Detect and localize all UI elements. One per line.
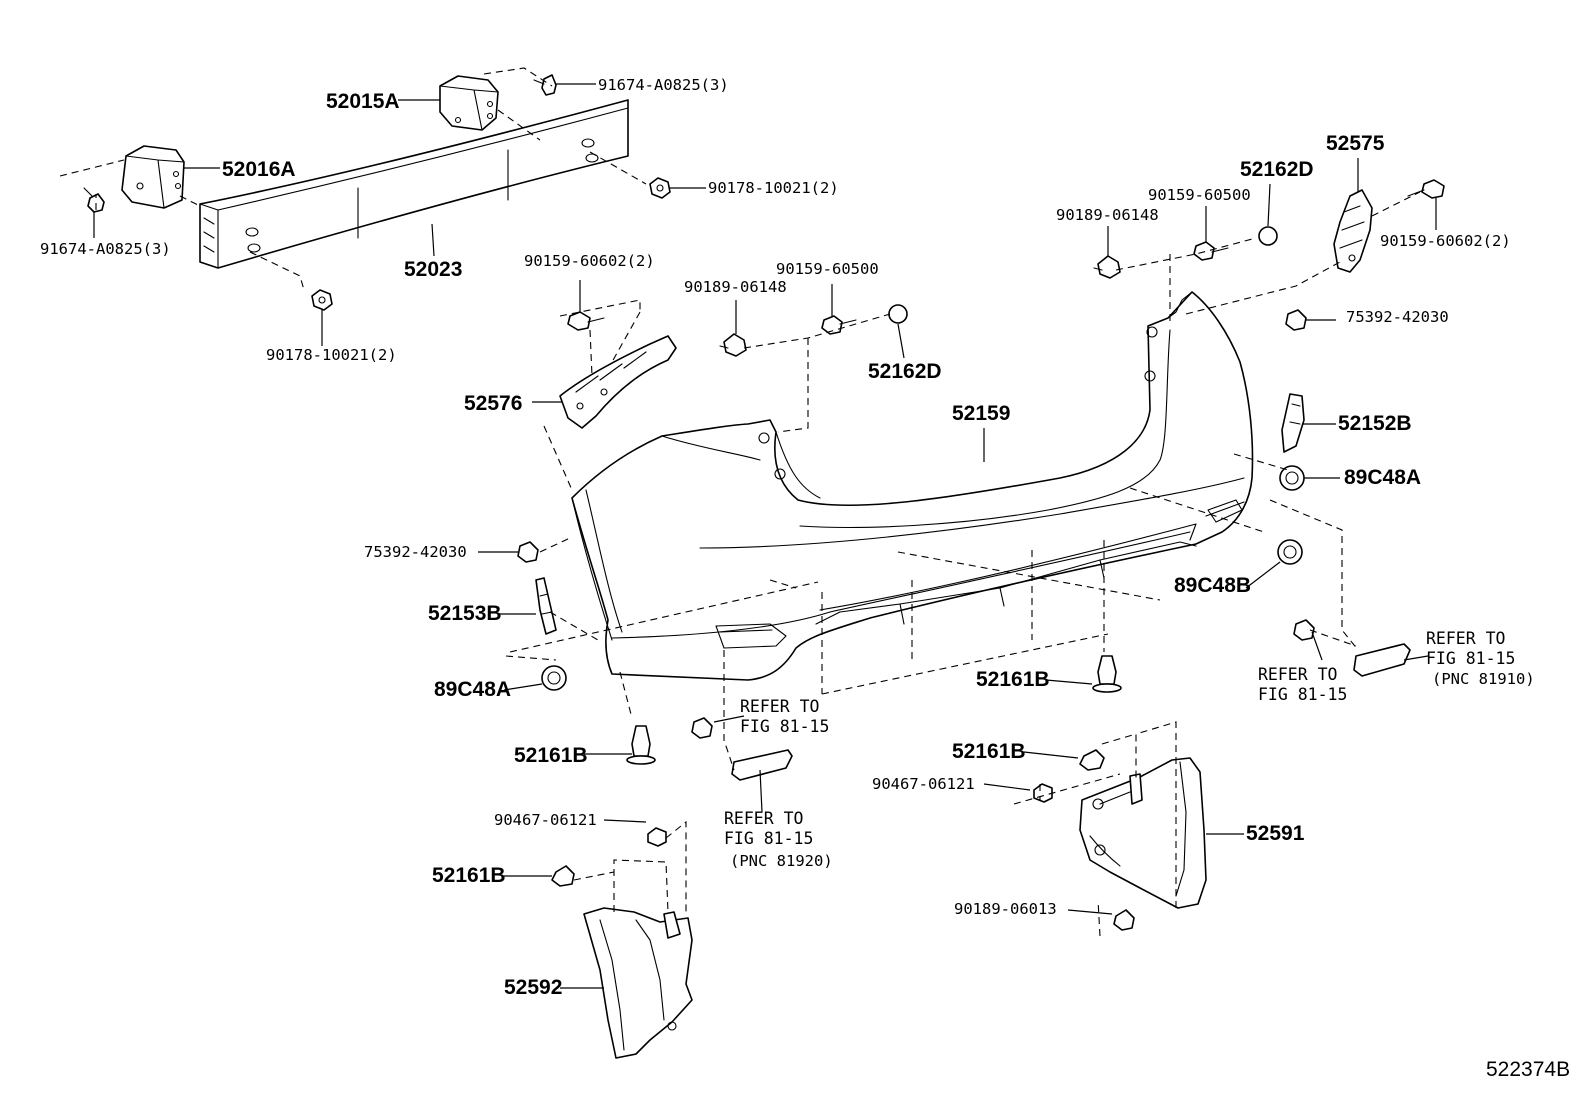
label-90189-06148-left[interactable]: 90189-06148 — [684, 278, 787, 296]
clip-90189-06148-left[interactable] — [719, 333, 747, 357]
screw-90159-60500-left[interactable] — [821, 315, 857, 335]
clip-52161B-right-guard[interactable] — [1079, 749, 1105, 771]
ref-note-2-line2[interactable]: FIG 81-15 — [1258, 685, 1347, 704]
label-52015A[interactable]: 52015A — [326, 90, 400, 113]
ref-note-1-line2[interactable]: FIG 81-15 — [1426, 649, 1515, 668]
label-89C48B[interactable]: 89C48B — [1174, 574, 1251, 597]
nut-90178-lower[interactable] — [311, 289, 333, 311]
label-52016A[interactable]: 52016A — [222, 158, 296, 181]
nut-89C48B[interactable] — [1277, 539, 1303, 565]
reflector-screw-left[interactable] — [691, 717, 713, 739]
ref-note-4-line2[interactable]: FIG 81-15 — [724, 829, 813, 848]
nut-90178-upper[interactable] — [649, 177, 671, 199]
label-90159-60500-left[interactable]: 90159-60500 — [776, 260, 879, 278]
label-90178-upper[interactable]: 90178-10021(2) — [708, 179, 839, 197]
cap-52162D-left[interactable] — [888, 304, 908, 324]
label-52576[interactable]: 52576 — [464, 392, 522, 415]
clip-52161B-left[interactable] — [626, 725, 656, 765]
screw-90159-60602-right[interactable] — [1407, 179, 1445, 199]
label-52591[interactable]: 52591 — [1246, 822, 1305, 845]
retainer-52576[interactable] — [559, 335, 677, 429]
mudguard-52592[interactable] — [583, 907, 693, 1059]
label-52592[interactable]: 52592 — [504, 976, 562, 999]
bumper-reinforcement-52023[interactable] — [199, 99, 629, 269]
nut-90467-right[interactable] — [1033, 783, 1053, 803]
leader-lines — [93, 83, 1437, 989]
screw-75392-right[interactable] — [1285, 309, 1307, 331]
label-52159[interactable]: 52159 — [952, 402, 1010, 425]
nut-90467-left[interactable] — [647, 827, 667, 847]
bracket-52016A[interactable] — [121, 145, 185, 209]
label-52161B-left[interactable]: 52161B — [514, 744, 588, 767]
spacer-52152B[interactable] — [1281, 393, 1305, 453]
label-52161B-left-guard[interactable]: 52161B — [432, 864, 506, 887]
label-52162D-right[interactable]: 52162D — [1240, 158, 1314, 181]
cap-52162D-right[interactable] — [1258, 226, 1278, 246]
label-52023[interactable]: 52023 — [404, 258, 462, 281]
clip-90189-06148-right[interactable] — [1093, 255, 1121, 279]
ref-note-3-line1[interactable]: REFER TO — [740, 697, 819, 716]
label-75392-right[interactable]: 75392-42030 — [1346, 308, 1449, 326]
label-90159-60500-right[interactable]: 90159-60500 — [1148, 186, 1251, 204]
clip-52161B-center[interactable] — [1092, 655, 1122, 693]
label-90189-06013[interactable]: 90189-06013 — [954, 900, 1057, 918]
ref-note-4-line3[interactable]: (PNC 81920) — [730, 852, 833, 870]
clip-52161B-left-guard[interactable] — [551, 865, 575, 887]
screw-90159-60500-right[interactable] — [1193, 241, 1229, 261]
label-90467-right[interactable]: 90467-06121 — [872, 775, 975, 793]
bolt-91674-lower[interactable] — [83, 187, 105, 213]
mudguard-52591[interactable] — [1079, 757, 1207, 909]
label-52575[interactable]: 52575 — [1326, 132, 1385, 155]
label-90159-60602-right[interactable]: 90159-60602(2) — [1380, 232, 1511, 250]
reflector-screw-right[interactable] — [1293, 619, 1315, 641]
reflector-right-81910[interactable] — [1353, 643, 1411, 677]
label-90159-60602-left[interactable]: 90159-60602(2) — [524, 252, 655, 270]
label-89C48A-left[interactable]: 89C48A — [434, 678, 511, 701]
figure-id: 522374B — [1486, 1058, 1570, 1081]
part-labels: 52015A 91674-A0825(3) 52016A 90178-10021… — [40, 76, 1570, 1081]
label-52161B-center[interactable]: 52161B — [976, 668, 1050, 691]
screw-90189-06013[interactable] — [1113, 909, 1135, 931]
label-52161B-right-guard[interactable]: 52161B — [952, 740, 1026, 763]
label-52153B[interactable]: 52153B — [428, 602, 502, 625]
ref-note-3-line2[interactable]: FIG 81-15 — [740, 717, 829, 736]
label-75392-left[interactable]: 75392-42030 — [364, 543, 467, 561]
bracket-52015A[interactable] — [439, 75, 499, 131]
screw-75392-left[interactable] — [517, 541, 539, 563]
retainer-52575[interactable] — [1333, 189, 1373, 273]
label-91674-upper[interactable]: 91674-A0825(3) — [598, 76, 729, 94]
label-90189-06148-right[interactable]: 90189-06148 — [1056, 206, 1159, 224]
ref-note-2-line1[interactable]: REFER TO — [1258, 665, 1337, 684]
label-91674-lower[interactable]: 91674-A0825(3) — [40, 240, 171, 258]
assembly-dashed-lines — [59, 67, 1421, 937]
label-52162D-left[interactable]: 52162D — [868, 360, 942, 383]
nut-89C48A-left[interactable] — [541, 665, 567, 691]
nut-89C48A-right[interactable] — [1279, 465, 1305, 491]
label-52152B[interactable]: 52152B — [1338, 412, 1412, 435]
label-90467-left[interactable]: 90467-06121 — [494, 811, 597, 829]
rear-bumper-cover-52159[interactable] — [571, 291, 1254, 681]
label-89C48A-right[interactable]: 89C48A — [1344, 466, 1421, 489]
screw-90159-60602-left[interactable] — [567, 311, 605, 331]
spacer-52153B[interactable] — [535, 577, 557, 635]
ref-note-1-line3[interactable]: (PNC 81910) — [1432, 670, 1535, 688]
reflector-left-81920[interactable] — [731, 749, 793, 781]
ref-note-1-line1[interactable]: REFER TO — [1426, 629, 1505, 648]
bolt-91674-upper[interactable] — [533, 74, 557, 96]
ref-note-4-line1[interactable]: REFER TO — [724, 809, 803, 828]
label-90178-lower[interactable]: 90178-10021(2) — [266, 346, 397, 364]
